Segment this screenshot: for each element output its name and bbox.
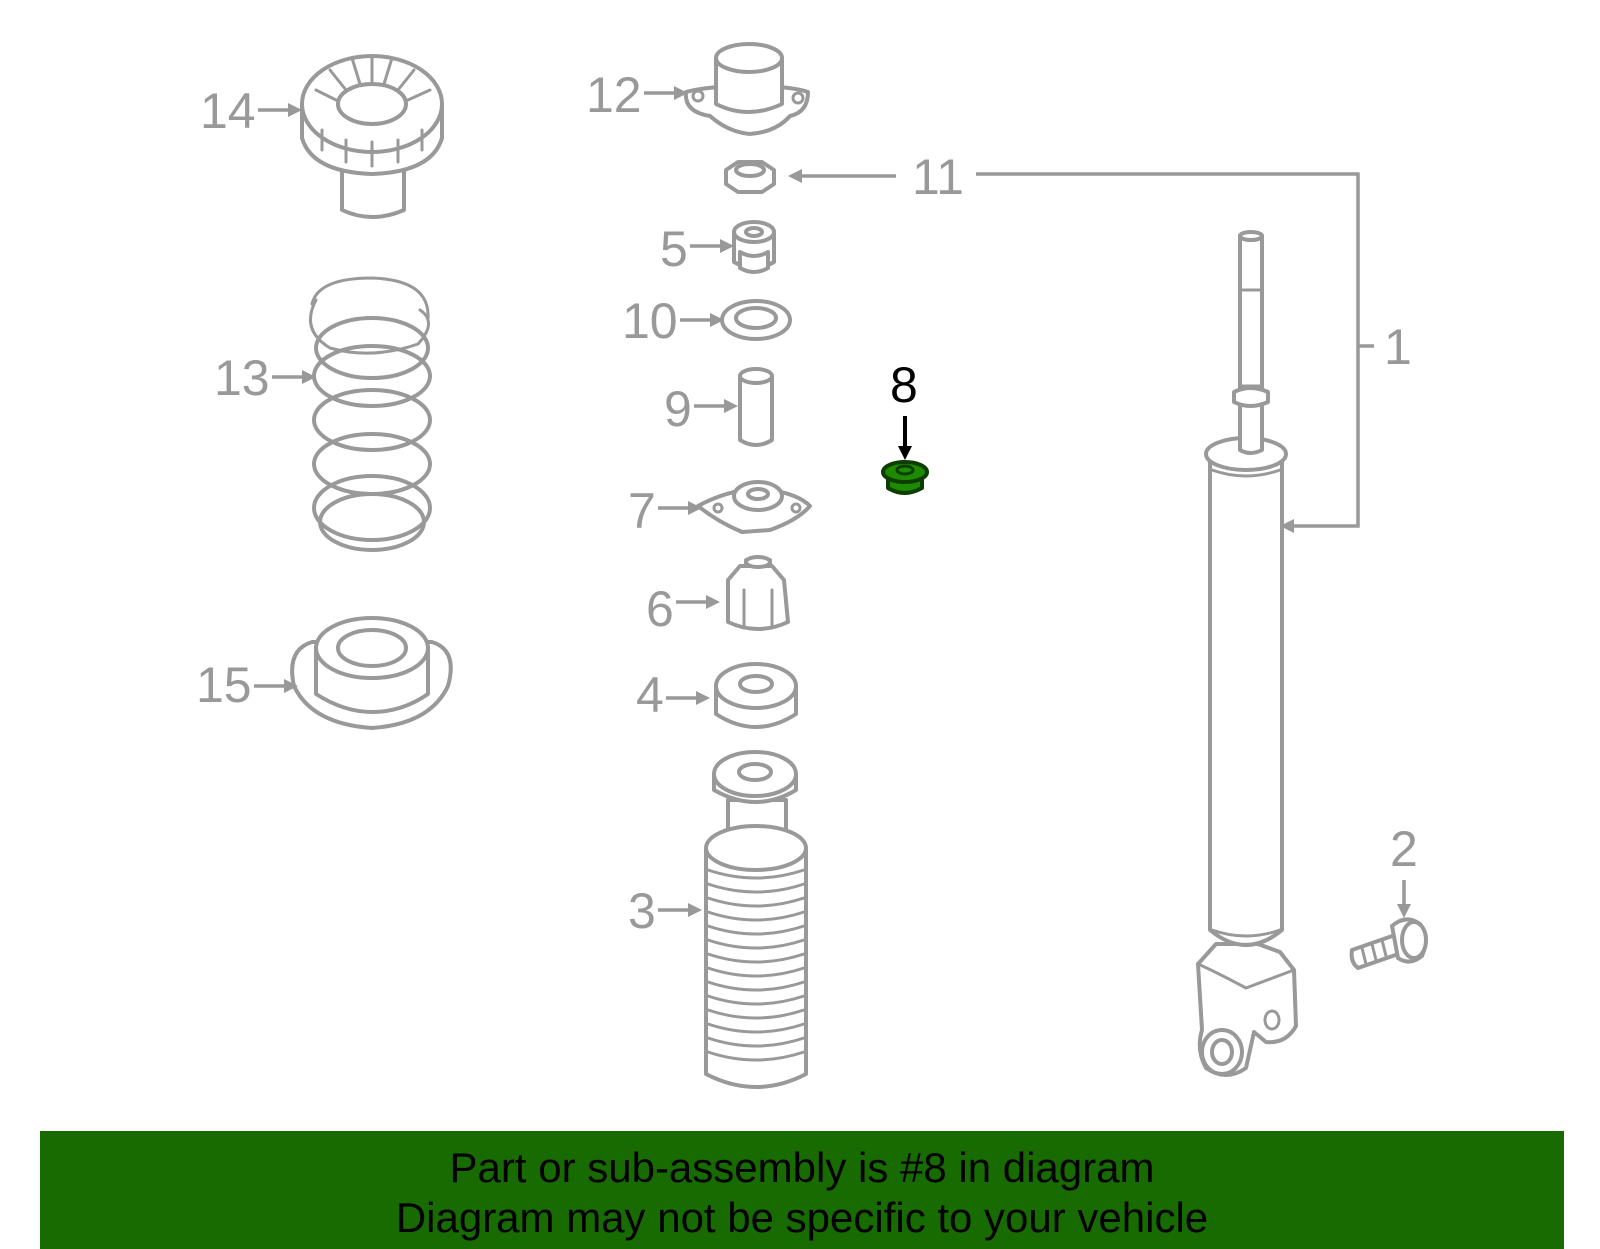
callout-15: 15 (196, 657, 252, 713)
exploded-parts-diagram: 14 13 15 12 (196, 42, 1428, 1089)
part-8-highlighted-nut[interactable] (881, 460, 929, 495)
callout-2: 2 (1390, 821, 1418, 877)
leader-3 (658, 903, 702, 917)
callout-12: 12 (586, 67, 642, 123)
leader-14 (258, 103, 302, 117)
callout-13: 13 (214, 350, 270, 406)
leader-12 (644, 86, 688, 100)
part-9-spacer-sleeve[interactable] (738, 367, 774, 447)
callout-4: 4 (636, 667, 664, 723)
callout-14: 14 (200, 83, 256, 139)
part-11-nut[interactable] (724, 160, 776, 194)
part-2-bolt[interactable] (1349, 917, 1428, 970)
callout-11: 11 (912, 149, 964, 205)
part-13-coil-spring[interactable] (308, 276, 432, 552)
leader-10 (680, 313, 724, 327)
part-3-dust-boot-bellows[interactable] (704, 750, 808, 1089)
part-10-washer[interactable] (720, 299, 792, 341)
part-12-upper-strut-mount[interactable] (683, 42, 810, 136)
callout-9: 9 (664, 381, 692, 437)
banner-part-note: Part or sub-assembly is #8 in diagram (449, 1144, 1155, 1191)
info-banner: Part or sub-assembly is #8 in diagram Di… (40, 1131, 1564, 1249)
callout-10: 10 (622, 293, 678, 349)
leader-13 (272, 370, 316, 384)
part-5-upper-bushing[interactable] (732, 220, 776, 274)
leader-8 (898, 416, 912, 460)
part-6-bushing[interactable] (726, 555, 790, 631)
part-15-spring-lower-insulator[interactable] (290, 616, 453, 730)
callout-1: 1 (1384, 319, 1412, 375)
callout-6: 6 (646, 581, 674, 637)
banner-disclaimer: Diagram may not be specific to your vehi… (395, 1194, 1209, 1241)
callout-5: 5 (660, 221, 688, 277)
leader-9 (694, 399, 738, 413)
leader-5 (690, 239, 734, 253)
leader-15 (254, 679, 298, 693)
leader-4 (666, 691, 710, 705)
part-1-shock-absorber[interactable] (1196, 230, 1298, 1077)
callout-3: 3 (628, 883, 656, 939)
part-4-dust-cap[interactable] (714, 662, 798, 729)
leader-11 (788, 169, 896, 183)
callout-8-highlighted: 8 (890, 357, 918, 413)
group-bracket-1 (976, 172, 1374, 533)
part-7-mount-plate[interactable] (696, 480, 812, 534)
part-14-spring-upper-seat[interactable] (300, 54, 444, 219)
leader-6 (676, 595, 720, 609)
leader-2 (1397, 880, 1411, 918)
leader-7 (658, 501, 702, 515)
callout-7: 7 (628, 483, 656, 539)
